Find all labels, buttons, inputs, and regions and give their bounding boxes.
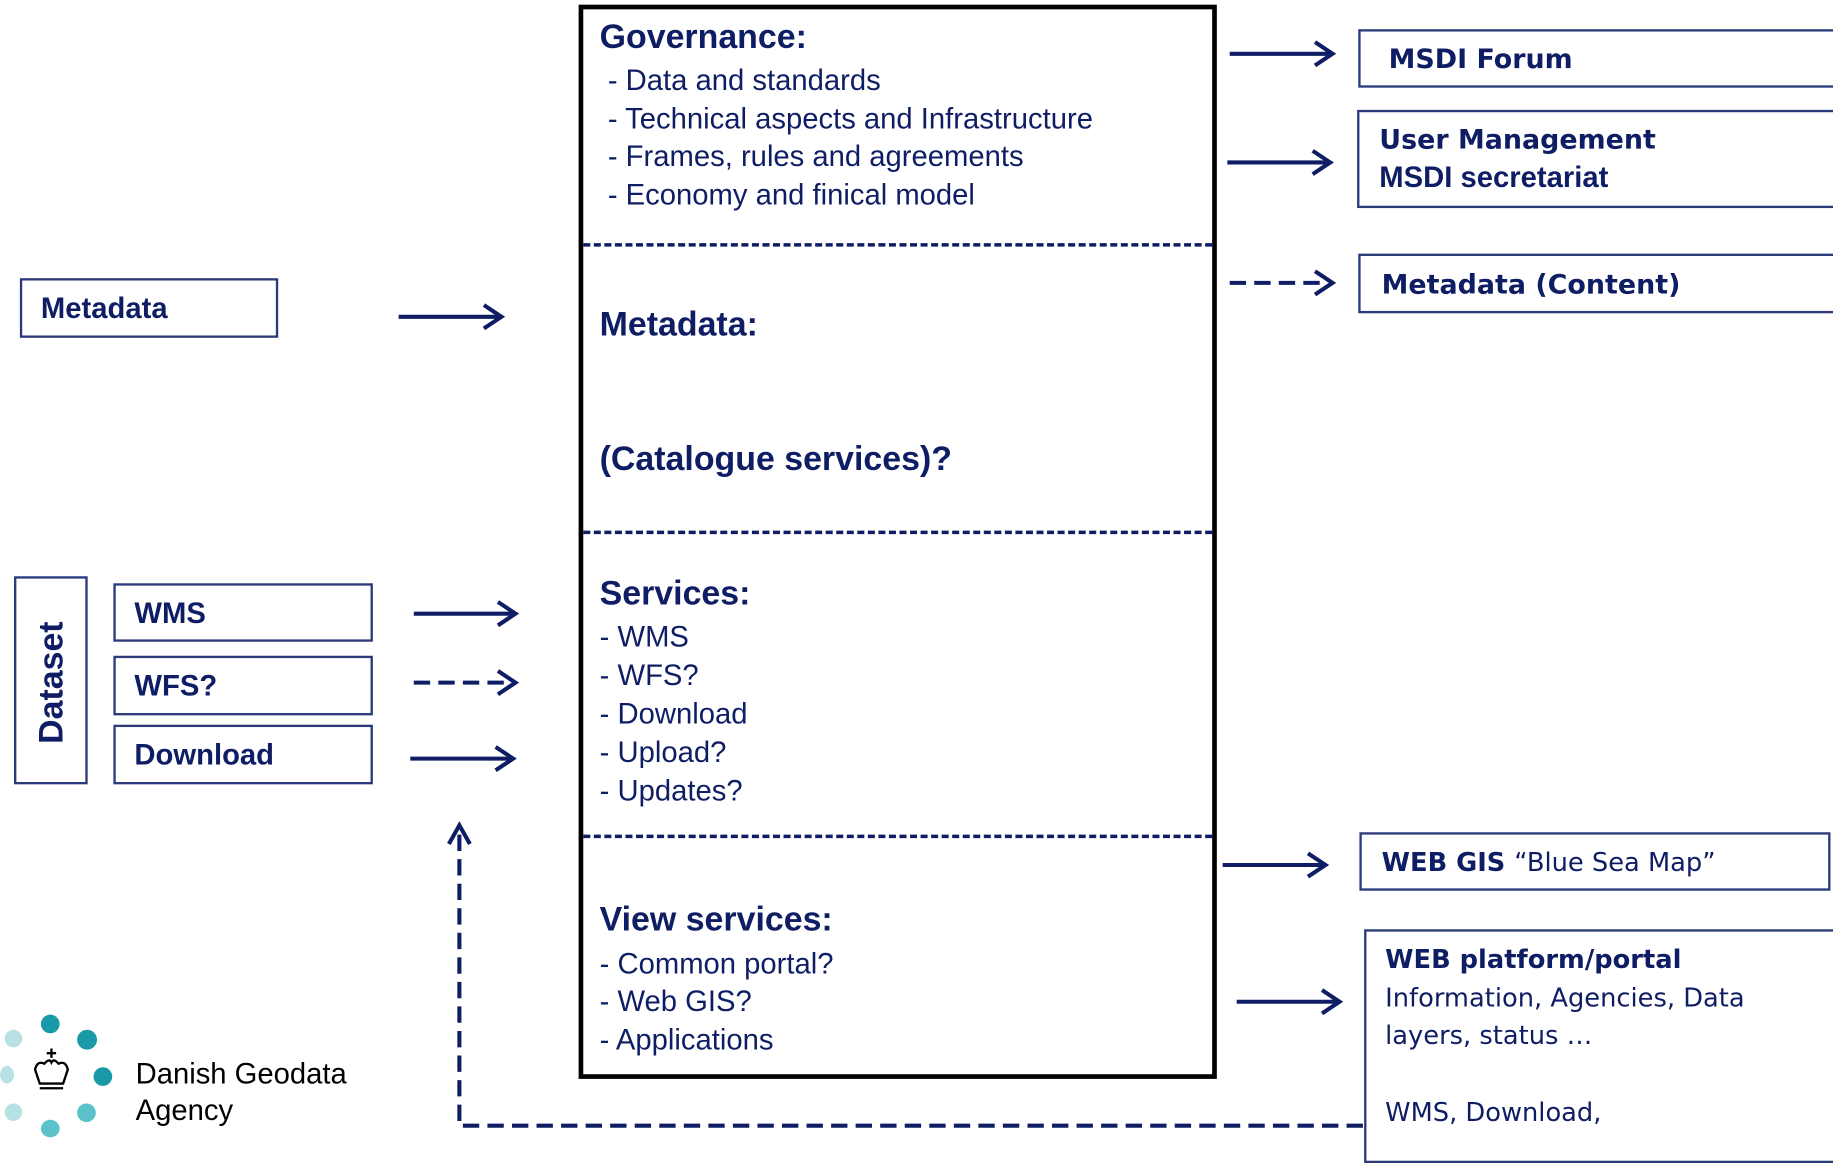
web-gis-name: “Blue Sea Map” — [1514, 848, 1716, 878]
logo-text-line2: Agency — [135, 1094, 234, 1127]
logo-dot — [0, 1066, 15, 1084]
services-item: - WFS? — [599, 659, 699, 692]
msdi-secretariat-label: MSDI secretariat — [1379, 161, 1609, 195]
divider-governance-metadata — [583, 243, 1213, 247]
download-box: Download — [113, 724, 373, 785]
web-platform-line: layers, status … — [1385, 1021, 1593, 1051]
divider-services-view — [583, 834, 1213, 839]
wms-label: WMS — [134, 597, 206, 631]
services-item: - Download — [599, 697, 748, 731]
metadata-section-title: Metadata: — [599, 306, 758, 344]
web-platform-line: WMS, Download, — [1385, 1098, 1602, 1128]
wfs-label: WFS? — [134, 669, 218, 703]
view-services-item: - Applications — [599, 1023, 774, 1057]
wms-box: WMS — [113, 583, 373, 642]
catalogue-services-label: (Catalogue services)? — [599, 440, 952, 479]
view-services-item: - Web GIS? — [599, 985, 752, 1019]
logo-dot — [77, 1103, 96, 1123]
metadata-content-box: Metadata (Content) — [1358, 253, 1833, 314]
logo-text-line1: Danish Geodata — [135, 1057, 347, 1091]
arrowhead — [447, 821, 472, 845]
arrowhead — [1313, 269, 1337, 297]
governance-item: - Technical aspects and Infrastructure — [607, 102, 1093, 136]
logo-dot — [40, 1014, 60, 1034]
governance-item: - Data and standards — [607, 64, 881, 98]
web-gis-bold: WEB GIS — [1381, 848, 1506, 878]
web-platform-box: WEB platform/portal Information, Agencie… — [1364, 929, 1833, 1163]
web-gis-box: WEB GIS “Blue Sea Map” — [1359, 832, 1831, 891]
governance-title: Governance: — [599, 18, 807, 57]
divider-metadata-services — [583, 530, 1213, 535]
governance-item: - Frames, rules and agreements — [607, 140, 1024, 173]
logo-dot — [4, 1103, 23, 1121]
arrowhead — [482, 303, 506, 331]
metadata-content-label: Metadata (Content) — [1381, 270, 1681, 301]
view-services-item: - Common portal? — [599, 947, 834, 981]
logo-dot — [77, 1029, 98, 1050]
governance-item: - Economy and finical model — [607, 178, 975, 212]
arrowhead — [496, 669, 520, 697]
download-label: Download — [134, 738, 275, 772]
metadata-source-label: Metadata — [40, 292, 168, 325]
user-management-box: User Management MSDI secretariat — [1357, 109, 1833, 209]
metadata-source-box: Metadata — [19, 278, 279, 338]
arrowhead — [1320, 988, 1344, 1016]
arrowhead — [1313, 40, 1337, 68]
crown-icon — [33, 1048, 70, 1090]
services-item: - Updates? — [599, 774, 743, 808]
diagram-canvas: Governance: - Data and standards - Techn… — [0, 4, 1833, 1163]
msdi-forum-label: MSDI Forum — [1388, 44, 1573, 75]
logo-dot — [4, 1029, 23, 1048]
web-platform-title: WEB platform/portal — [1385, 945, 1682, 975]
msdi-forum-box: MSDI Forum — [1358, 29, 1833, 88]
web-platform-line: Information, Agencies, Data — [1385, 984, 1745, 1014]
arrows-layer — [398, 40, 1363, 1128]
wfs-box: WFS? — [113, 655, 373, 716]
msdi-main-box — [578, 4, 1217, 1079]
dataset-box: Dataset — [14, 576, 88, 785]
arrowhead — [1306, 851, 1330, 879]
arrowhead — [1311, 149, 1334, 176]
services-item: - Upload? — [599, 736, 727, 770]
services-title: Services: — [599, 575, 751, 613]
logo-dot — [40, 1119, 60, 1138]
view-services-title: View services: — [599, 901, 833, 939]
services-item: - WMS — [599, 620, 689, 654]
dashed-feedback-arrow — [457, 832, 1363, 1128]
web-gis-label: WEB GIS “Blue Sea Map” — [1382, 849, 1716, 878]
logo-dot — [93, 1067, 113, 1086]
arrowhead — [494, 745, 517, 773]
user-management-label: User Management — [1379, 125, 1656, 156]
arrowhead — [496, 600, 520, 628]
